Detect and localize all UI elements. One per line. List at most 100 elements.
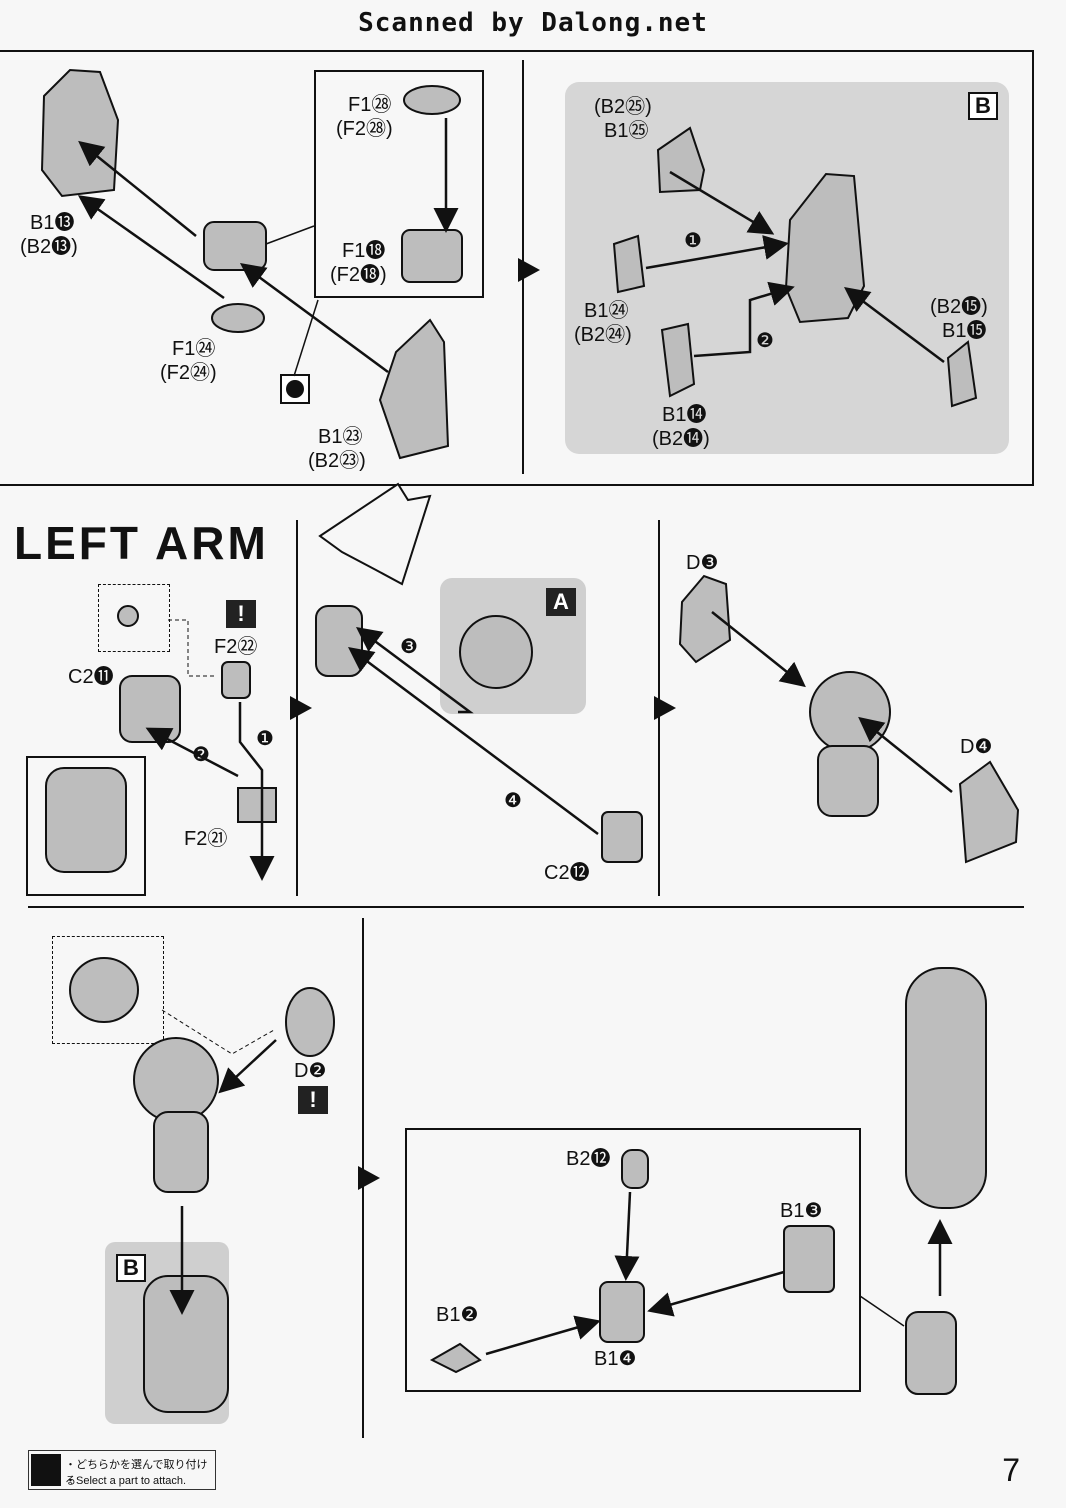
part-c2-12 <box>601 811 643 863</box>
step-1-arm: ❶ <box>256 728 274 750</box>
row-divider <box>28 906 1024 908</box>
armor-b1-24 <box>612 234 646 294</box>
label-b1-14: B1⓮ <box>662 404 707 426</box>
arrow-19 <box>485 1315 601 1356</box>
flow-arrow-1 <box>518 258 540 282</box>
top-section-frame <box>0 50 1034 486</box>
label-f2-24: (F2㉔) <box>160 362 217 384</box>
upper-arm-assembly <box>315 605 363 677</box>
label-f2-18: (F2⓲) <box>330 264 387 286</box>
tag-b-top: B <box>968 92 998 120</box>
callout-zigzag <box>318 482 432 586</box>
arrow-13 <box>711 611 806 688</box>
upper-arm-part-c2-11 <box>119 675 181 743</box>
label-b1-3: B1❸ <box>780 1200 823 1222</box>
label-f2-22: F2㉒ <box>214 636 258 658</box>
armor-d4 <box>958 760 1020 864</box>
arrow-17 <box>614 1191 640 1281</box>
joint-part-center <box>203 221 267 271</box>
label-f1-24: F1㉔ <box>172 338 216 360</box>
scan-credit: Scanned by Dalong.net <box>358 8 708 38</box>
detail-box-upper-arm <box>26 756 146 896</box>
flow-arrow-3 <box>654 696 676 720</box>
step-4-arm: ❹ <box>504 790 522 812</box>
label-b1-2: B1❷ <box>436 1304 479 1326</box>
completed-arm <box>905 967 987 1209</box>
label-f2-28: (F2㉘) <box>336 118 393 140</box>
completed-hand <box>905 1311 957 1395</box>
label-c2-12: C2⓬ <box>544 862 590 884</box>
step-2-arm: ❷ <box>192 744 210 766</box>
page-number: 7 <box>1002 1452 1020 1488</box>
detail-box-dashed-2 <box>52 936 164 1044</box>
arrow-3 <box>239 263 389 374</box>
select-part-icon <box>31 1454 61 1486</box>
small-part-detail <box>117 605 139 627</box>
joint-part-f2-22 <box>221 661 251 699</box>
shoulder-shell-part <box>40 68 120 198</box>
label-d4: D❹ <box>960 736 993 758</box>
label-c2-11: C2⓫ <box>68 666 114 688</box>
label-f1-28: F1㉘ <box>348 94 392 116</box>
shoulder-cover-d2 <box>285 987 335 1057</box>
bottom-inset-box <box>405 1128 861 1392</box>
ring-part-f1-24 <box>211 303 265 333</box>
joint-part-f2-21 <box>237 787 277 823</box>
step-2-top: ❷ <box>756 330 774 352</box>
armor-b1-25 <box>656 126 706 194</box>
arrow-14 <box>858 716 953 793</box>
label-b1-23: B1㉓ <box>318 426 363 448</box>
hand-part-b1-2 <box>429 1342 482 1374</box>
step-3-arm: ❸ <box>400 636 418 658</box>
arrow-7 <box>693 281 795 358</box>
label-b2-25: (B2㉕) <box>594 96 652 118</box>
label-b2-13: (B2⓭) <box>20 236 78 258</box>
arrow-1 <box>78 140 197 237</box>
cap-part-f1-28 <box>403 85 461 115</box>
armor-b1-14 <box>660 322 696 398</box>
forearm-assembled <box>817 745 879 817</box>
shoulder-armor-b1-23 <box>378 318 450 460</box>
label-b2-14: (B2⓮) <box>652 428 710 450</box>
footer-note-jp: ・どちらかを選んで取り付ける <box>65 1459 208 1487</box>
detail-box-dashed-1 <box>98 584 170 652</box>
label-b2-15: (B2⓯) <box>930 296 988 318</box>
arrow-12 <box>347 647 599 836</box>
label-b2-23: (B2㉓) <box>308 450 366 472</box>
footer-note-en: ・Select a part to attach. <box>65 1475 187 1487</box>
arrow-10 <box>238 702 275 881</box>
shoulder-detail <box>69 957 139 1023</box>
caution-icon-1: ! <box>226 600 256 628</box>
arrow-9 <box>145 727 239 778</box>
arrow-5 <box>669 170 775 235</box>
shoulder-armor-b-bottom <box>143 1275 229 1413</box>
label-b1-24: B1㉔ <box>584 300 629 322</box>
label-b2-24: (B2㉔) <box>574 324 632 346</box>
option-inset-box <box>314 70 484 298</box>
hand-part-b1-3 <box>783 1225 835 1293</box>
label-b1-13: B1⓭ <box>30 212 75 234</box>
armor-d3 <box>678 574 732 664</box>
arrow-18 <box>647 1270 785 1317</box>
shoulder-joint-a <box>459 615 533 689</box>
label-f1-18: F1⓲ <box>342 240 386 262</box>
label-d2: D❷ <box>294 1060 327 1082</box>
label-d3: D❸ <box>686 552 719 574</box>
arrow-2 <box>77 195 225 300</box>
armor-b1-15 <box>946 340 978 408</box>
footer-note: ・どちらかを選んで取り付ける ・Select a part to attach. <box>28 1450 216 1490</box>
hand-part-b2-12 <box>621 1149 649 1189</box>
label-b1-25: B1㉕ <box>604 120 649 142</box>
hand-part-b1-4 <box>599 1281 645 1343</box>
flow-arrow-4 <box>358 1166 380 1190</box>
upper-arm-detail <box>45 767 127 873</box>
arrow-11 <box>355 627 474 714</box>
tag-b-bottom: B <box>116 1254 146 1282</box>
label-b1-15: B1⓯ <box>942 320 987 342</box>
arrow-15 <box>218 1039 277 1094</box>
shoulder-joint-assembled <box>809 671 891 753</box>
flow-arrow-2 <box>290 696 312 720</box>
label-f2-21: F2㉑ <box>184 828 228 850</box>
arrow-6 <box>645 235 789 270</box>
